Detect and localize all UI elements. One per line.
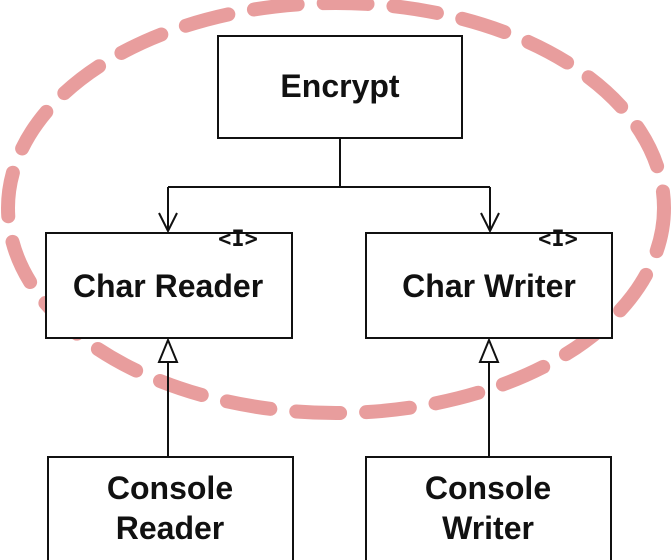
encrypt-node: Encrypt xyxy=(217,35,463,139)
char-writer-label: Char Writer xyxy=(402,268,576,304)
char-reader-realization-arrowhead xyxy=(157,337,179,363)
char-reader-arrowhead xyxy=(158,212,178,234)
char-writer-node: <I> Char Writer xyxy=(365,227,613,339)
char-reader-stereotype: <I> xyxy=(218,227,258,252)
console-writer-label-line-1: Console xyxy=(425,470,551,506)
dependency-connectors xyxy=(158,138,500,234)
console-reader-label-line-2: Reader xyxy=(116,510,225,546)
realization-connectors xyxy=(157,337,500,457)
console-writer-box xyxy=(365,456,612,560)
char-reader-node: <I> Char Reader xyxy=(45,227,293,339)
highlight-ellipse xyxy=(1,0,671,420)
console-writer-label-line-2: Writer xyxy=(442,510,534,546)
console-reader-box xyxy=(47,456,294,560)
console-writer-node: Console Writer xyxy=(365,456,612,560)
console-reader-label-line-1: Console xyxy=(107,470,233,506)
char-writer-stereotype: <I> xyxy=(538,227,578,252)
encrypt-label: Encrypt xyxy=(280,68,399,104)
char-writer-arrowhead xyxy=(480,212,500,234)
char-reader-box xyxy=(45,232,293,339)
char-writer-realization-arrowhead xyxy=(478,337,500,363)
char-reader-label: Char Reader xyxy=(73,268,263,304)
console-reader-node: Console Reader xyxy=(47,456,294,560)
